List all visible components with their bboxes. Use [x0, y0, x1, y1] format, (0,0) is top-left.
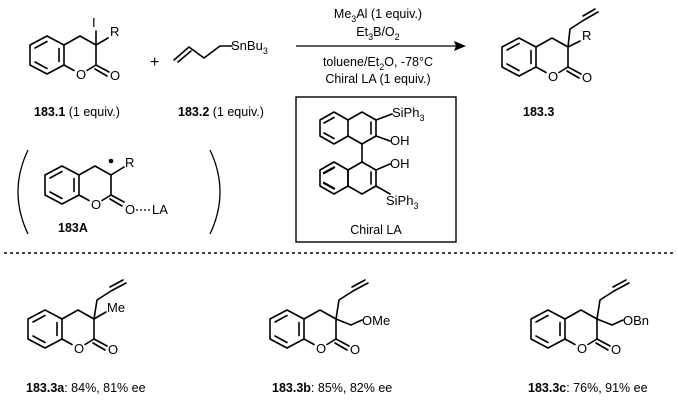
reagent-line-2: Et3B/O2	[356, 25, 399, 42]
intermediate-carbonyl-oxygen: O	[125, 202, 135, 217]
example-structure-183-3c: OBn O O	[530, 279, 649, 357]
example-label-183-3a: 183.3a: 84%, 81% ee	[26, 381, 146, 395]
reaction-arrow	[296, 41, 466, 51]
example-b-carbonyl-oxygen: O	[350, 342, 360, 357]
product-ring-oxygen: O	[548, 69, 558, 84]
carbonyl-oxygen: O	[110, 68, 120, 83]
example-c-substituent: OBn	[623, 313, 649, 328]
lewis-acid-sipH3-top: SiPh3	[392, 105, 424, 123]
example-c-ring-oxygen: O	[577, 341, 587, 356]
lewis-acid-sipH3-bottom: SiPh3	[386, 193, 418, 211]
chiral-lewis-acid-box: SiPh3 OH OH SiPh3 Chiral LA	[295, 96, 457, 243]
example-structure-183-3a: Me O O	[27, 279, 127, 357]
radical-dot	[108, 158, 114, 164]
intermediate-r-group: R	[125, 155, 134, 170]
iodine-atom: I	[92, 15, 96, 30]
reagent-line-1: Me3Al (1 equiv.)	[334, 7, 422, 24]
reagent-line-3: toluene/Et2O, -78°C	[323, 55, 433, 72]
example-label-183-3c: 183.3c: 76%, 91% ee	[528, 381, 648, 395]
radical-intermediate: R O O LA	[17, 149, 221, 235]
left-parenthesis	[17, 149, 29, 235]
allyl-stannane-structure: SnBu3	[173, 38, 268, 63]
lewis-acid-oh-bottom: OH	[390, 156, 410, 171]
example-label-183-3b: 183.3b: 85%, 82% ee	[272, 381, 392, 395]
ring-oxygen: O	[76, 67, 86, 82]
product-r-group: R	[582, 28, 591, 43]
stannyl-group: SnBu3	[231, 38, 268, 56]
example-a-substituent: Me	[107, 300, 125, 315]
right-parenthesis	[209, 149, 221, 235]
example-b-ring-oxygen: O	[316, 341, 326, 356]
compound-label-183-2: 183.2 (1 equiv.)	[178, 105, 264, 119]
intermediate-ring-oxygen: O	[91, 197, 101, 212]
product-structure: R O O	[501, 8, 599, 85]
product-carbonyl-oxygen: O	[582, 70, 592, 85]
compound-label-183-1: 183.1 (1 equiv.)	[34, 105, 120, 119]
compound-label-183a: 183A	[58, 221, 88, 235]
example-structure-183-3b: OMe O O	[269, 279, 390, 357]
compound-label-183-3: 183.3	[523, 105, 554, 119]
example-a-carbonyl-oxygen: O	[108, 342, 118, 357]
plus-sign: +	[150, 54, 159, 71]
example-b-substituent: OMe	[362, 313, 390, 328]
example-c-carbonyl-oxygen: O	[611, 342, 621, 357]
lewis-acid-oh-top: OH	[390, 133, 410, 148]
r-group-label: R	[110, 24, 119, 39]
lewis-acid-label: LA	[152, 202, 168, 217]
lewis-acid-caption: Chiral LA	[350, 223, 402, 237]
starting-material-structure: I R O O	[29, 15, 120, 83]
example-a-ring-oxygen: O	[74, 341, 84, 356]
reagent-line-4: Chiral LA (1 equiv.)	[325, 72, 430, 86]
